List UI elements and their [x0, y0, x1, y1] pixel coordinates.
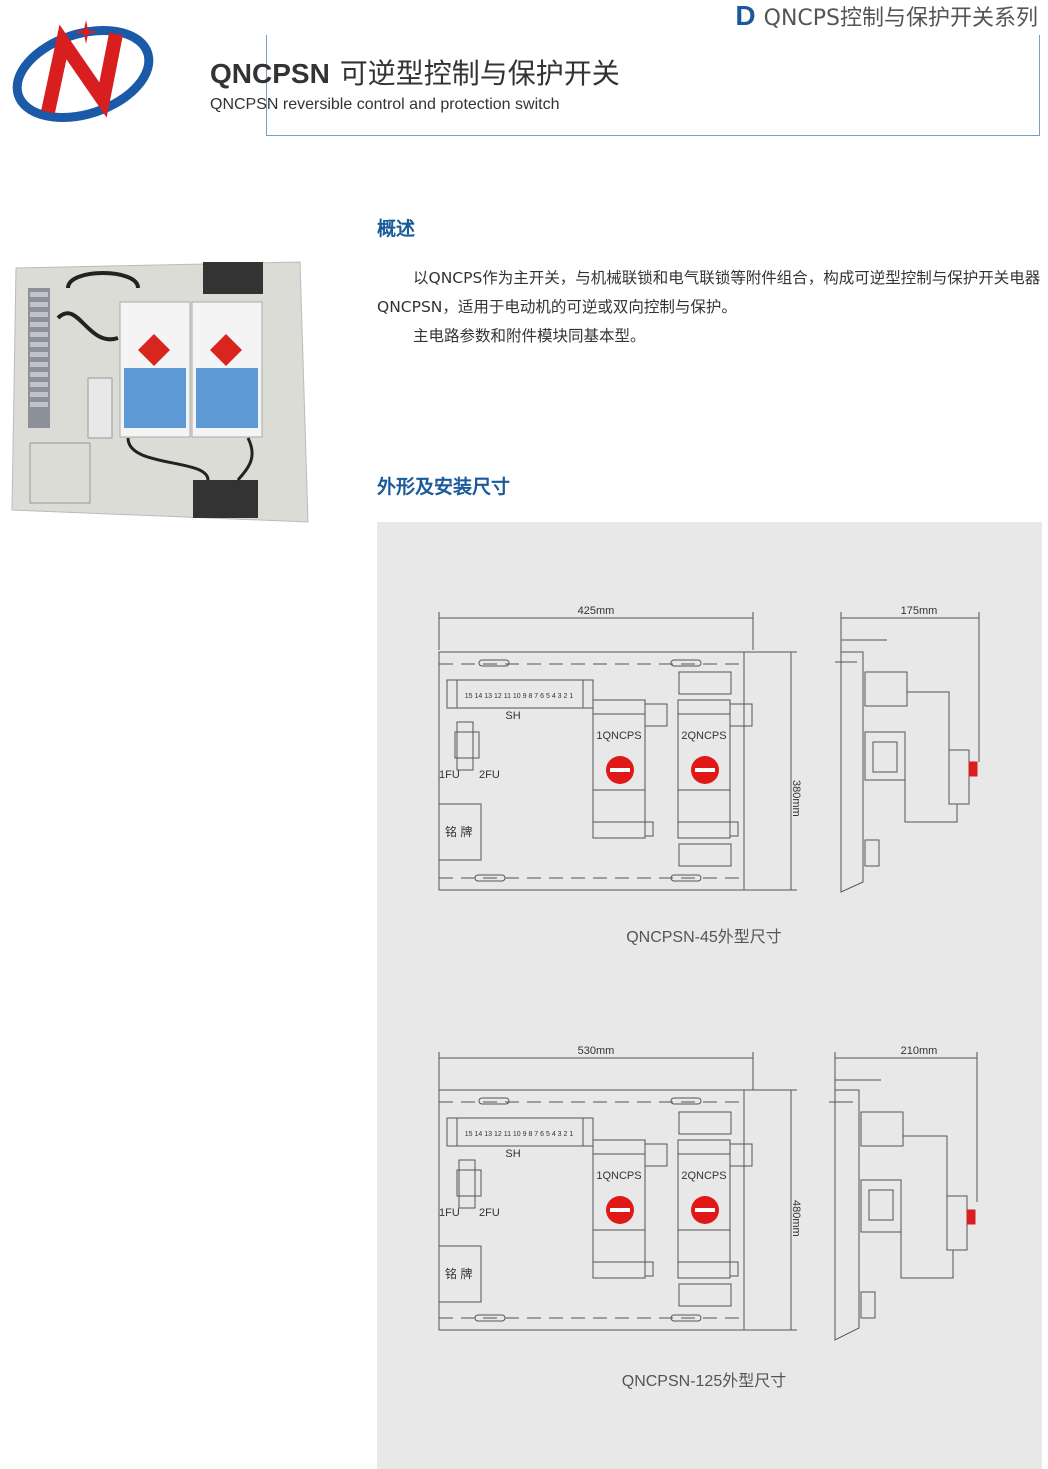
overview-paragraph-2: 主电路参数和附件模块同基本型。: [413, 327, 646, 345]
overview-text: 以QNCPS作为主开关，与机械联锁和电气联锁等附件组合，构成可逆型控制与保护开关…: [377, 264, 1048, 351]
terminal-numbers: 15 14 13 12 11 10 9 8 7 6 5 4 3 2 1: [465, 1131, 574, 1138]
height-label: 480mm: [790, 1200, 802, 1237]
fu1-label: 1FU: [439, 769, 460, 781]
title-frame: [266, 35, 1040, 136]
switch2-label: 2QNCPS: [681, 730, 726, 742]
brand-logo: [12, 20, 154, 122]
switch1-label: 1QNCPS: [596, 730, 641, 742]
fu1-label: 1FU: [439, 1207, 460, 1219]
depth-label: 210mm: [901, 1045, 938, 1057]
depth-label: 175mm: [901, 605, 938, 617]
drawing-qncpsn-125: 530mm 210mm 480mm SH 1FU 2FU 1QNCPS 2QNC…: [438, 1045, 978, 1390]
height-label: 380mm: [790, 780, 802, 817]
dimensions-heading: 外形及安装尺寸: [377, 476, 511, 498]
product-photo: [11, 261, 309, 523]
page-subtitle: QNCPSN reversible control and protection…: [210, 96, 560, 113]
switch1-label: 1QNCPS: [596, 1170, 641, 1182]
sh-label: SH: [505, 710, 520, 722]
sh-label: SH: [505, 1148, 520, 1160]
width-label: 530mm: [578, 1045, 615, 1057]
switch2-label: 2QNCPS: [681, 1170, 726, 1182]
fu2-label: 2FU: [479, 769, 500, 781]
drawing-qncpsn-45: 425mm 175mm 380mm SH 1FU 2FU 1QNCPS 2QNC…: [438, 605, 980, 946]
overview-heading: 概述: [377, 218, 416, 240]
terminal-numbers: 15 14 13 12 11 10 9 8 7 6 5 4 3 2 1: [465, 693, 574, 700]
nameplate-label: 铭 牌: [445, 824, 472, 839]
drawing-caption: QNCPSN-45外型尺寸: [626, 928, 782, 946]
drawing-caption: QNCPSN-125外型尺寸: [622, 1372, 786, 1390]
nameplate-label: 铭 牌: [445, 1266, 472, 1281]
width-label: 425mm: [578, 605, 615, 617]
overview-paragraph-1: 以QNCPS作为主开关，与机械联锁和电气联锁等附件组合，构成可逆型控制与保护开关…: [377, 269, 1041, 316]
fu2-label: 2FU: [479, 1207, 500, 1219]
